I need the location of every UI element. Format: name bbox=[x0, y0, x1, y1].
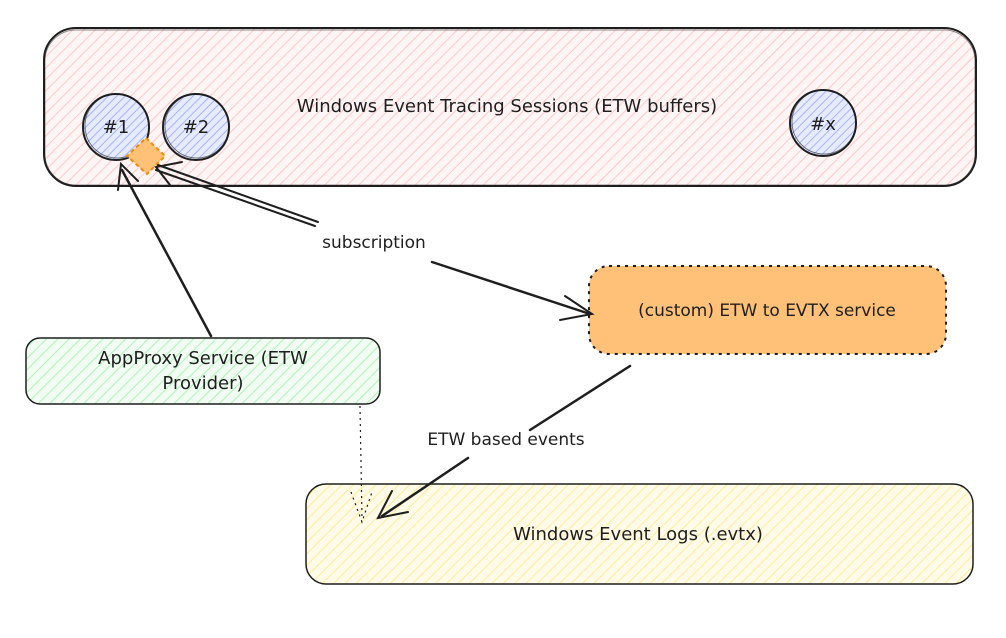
session-x-node: #x bbox=[789, 89, 857, 157]
etw-events-arrow-upper bbox=[528, 364, 632, 432]
session-1-node: #1 bbox=[82, 93, 150, 161]
appproxy-label-line2: Provider) bbox=[162, 373, 243, 394]
provider-to-session-arrow bbox=[117, 161, 213, 338]
session-2-node: #2 bbox=[162, 93, 230, 161]
event-logs-label: Windows Event Logs (.evtx) bbox=[513, 524, 763, 545]
appproxy-label-line1: AppProxy Service (ETW bbox=[98, 348, 308, 369]
provider-to-logs-dotted-arrow bbox=[350, 405, 373, 524]
etw-based-events-edge-label: ETW based events bbox=[427, 430, 584, 450]
session-2-label: #2 bbox=[183, 117, 210, 138]
subscription-arrow-upper bbox=[154, 161, 319, 227]
etw-to-evtx-service-box: (custom) ETW to EVTX service bbox=[588, 265, 947, 355]
etw-sessions-label: Windows Event Tracing Sessions (ETW buff… bbox=[297, 96, 717, 117]
session-1-label: #1 bbox=[103, 117, 130, 138]
subscription-edge-label: subscription bbox=[322, 233, 426, 253]
etw-sessions-box: Windows Event Tracing Sessions (ETW buff… bbox=[43, 27, 977, 187]
session-x-label: #x bbox=[810, 114, 836, 135]
etw-to-evtx-label: (custom) ETW to EVTX service bbox=[638, 301, 896, 321]
subscription-connector bbox=[125, 136, 167, 176]
subscription-arrow-lower bbox=[430, 260, 595, 321]
appproxy-service-box: AppProxy Service (ETW Provider) bbox=[25, 337, 381, 405]
etw-events-arrow-lower bbox=[376, 456, 470, 520]
event-logs-box: Windows Event Logs (.evtx) bbox=[305, 483, 974, 585]
